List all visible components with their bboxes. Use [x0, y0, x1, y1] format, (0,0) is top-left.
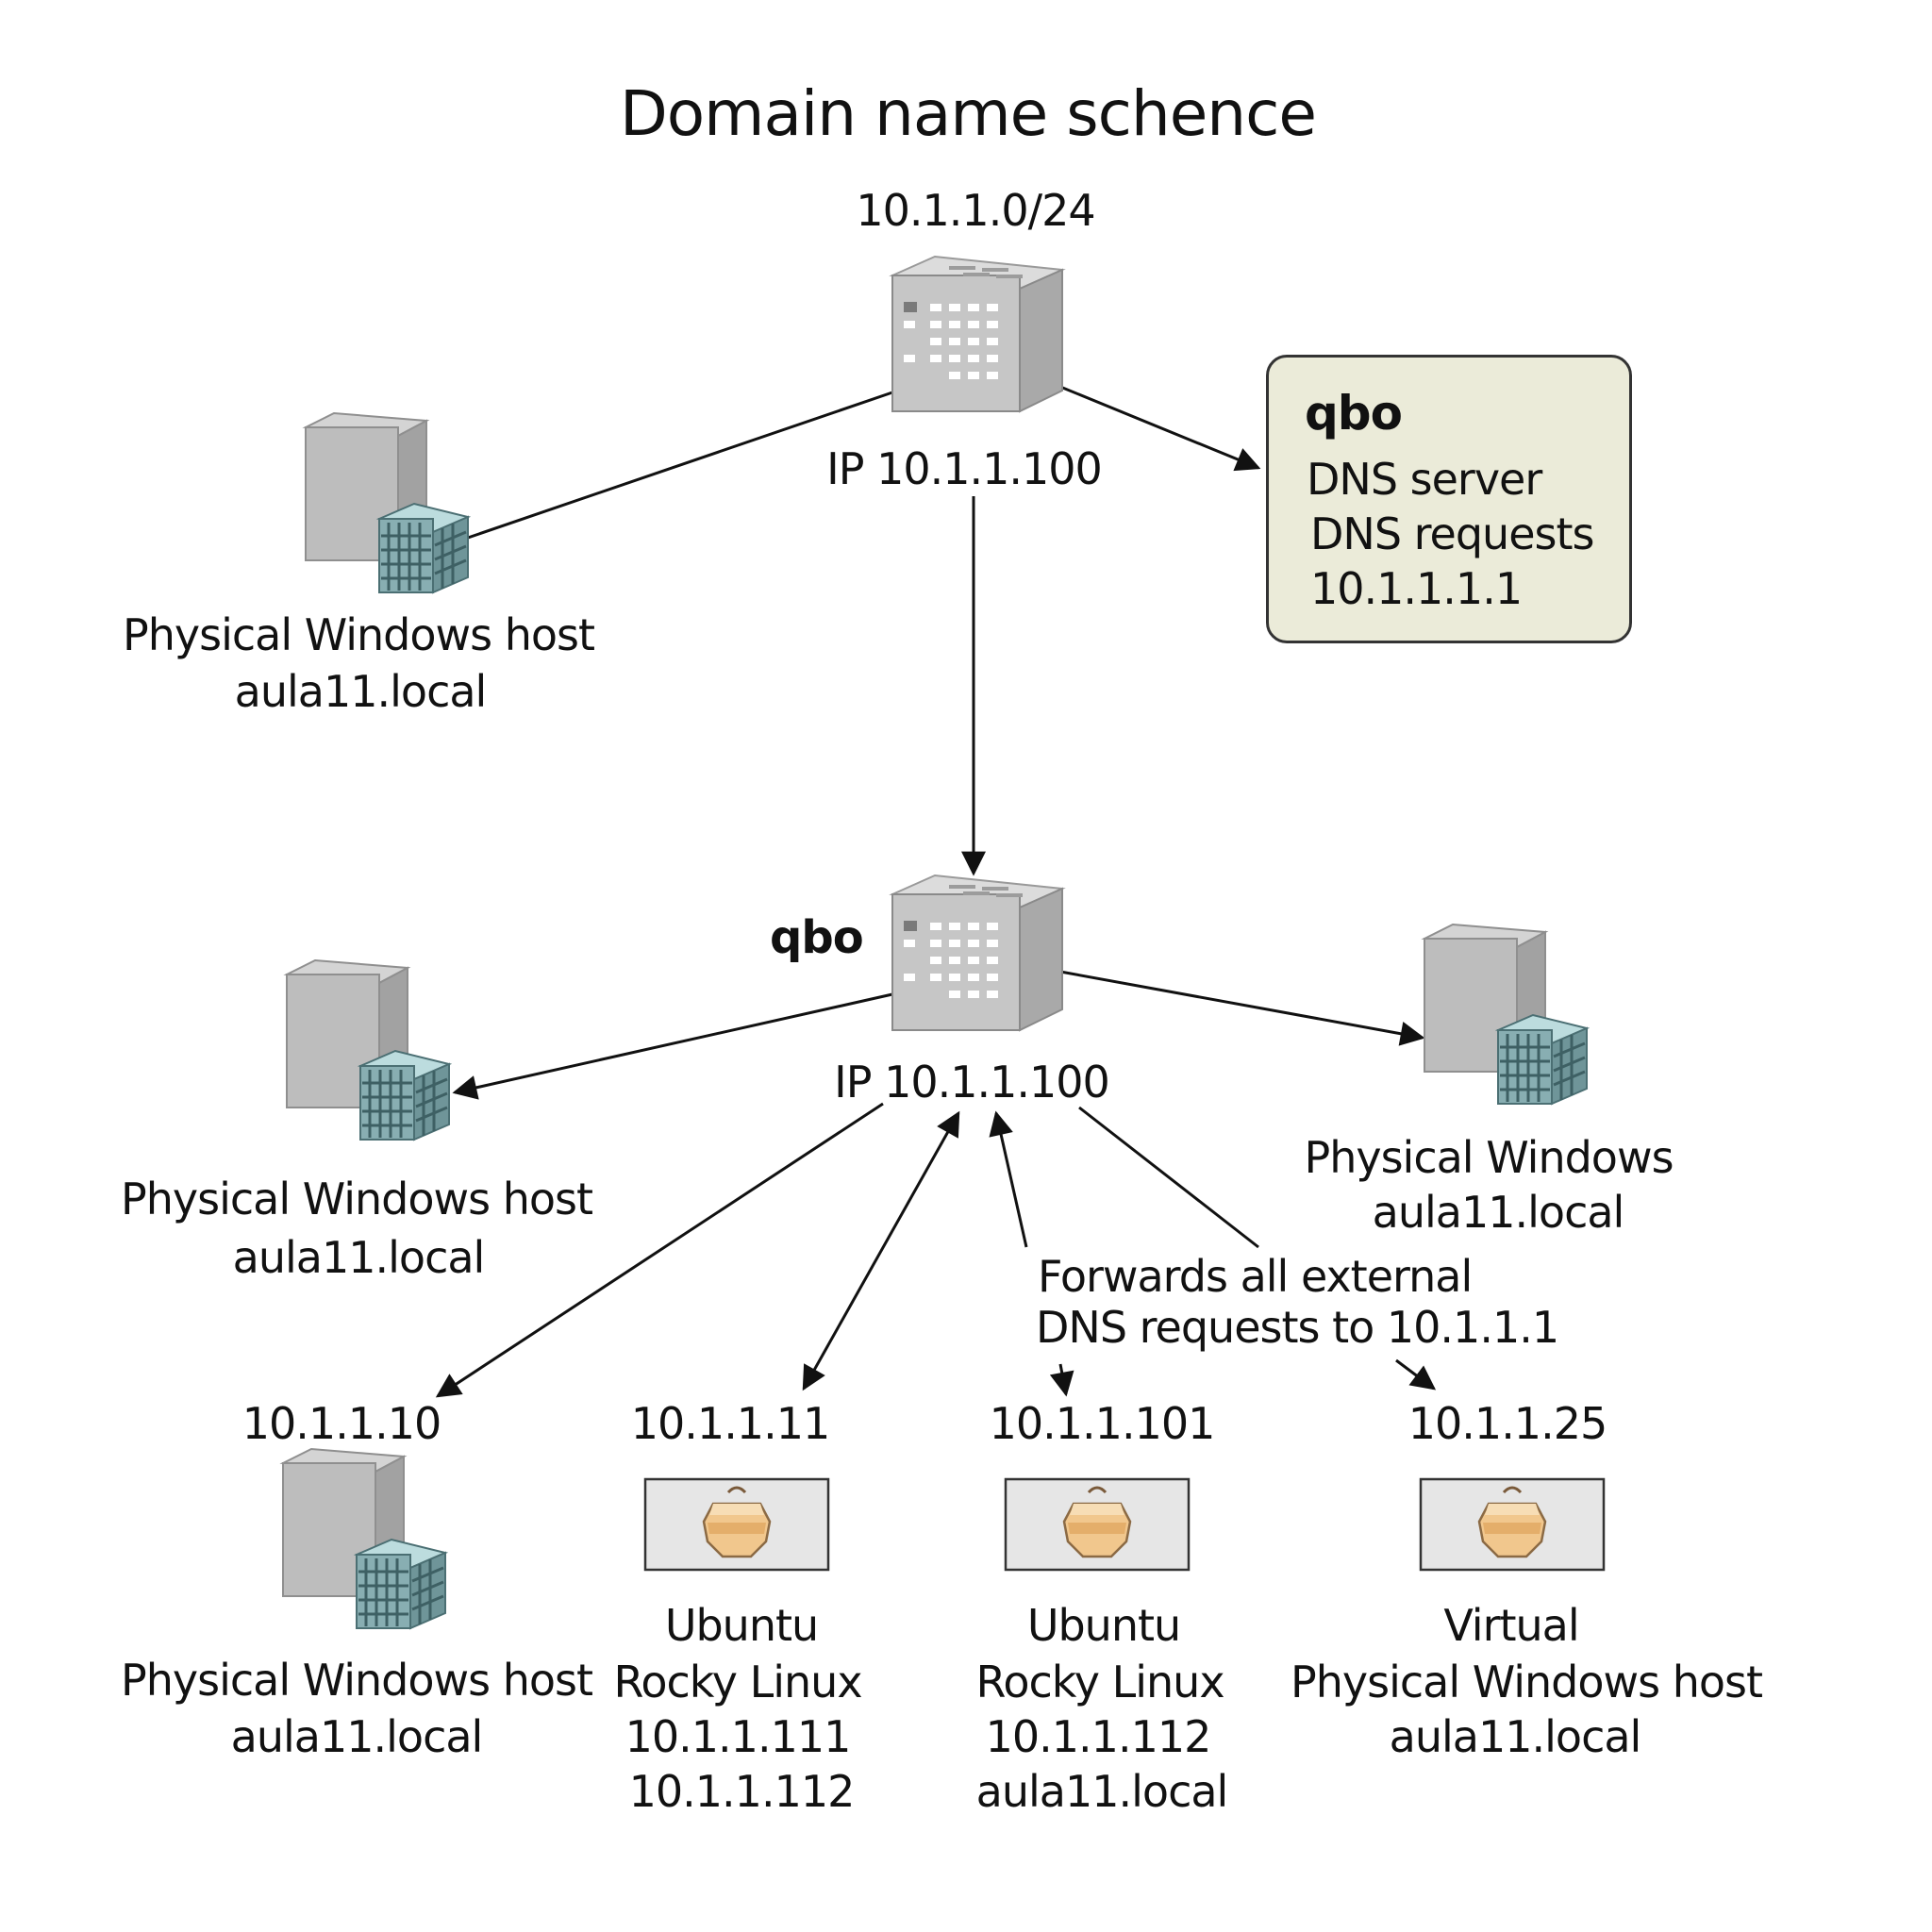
- link-mid-to-note: [1078, 1106, 1259, 1249]
- node-4-type: Virtual: [1443, 1600, 1579, 1651]
- windows-host-icon: [285, 958, 451, 1141]
- windows-host-icon: [281, 1447, 447, 1630]
- node-3-os-2: Rocky Linux: [975, 1657, 1224, 1707]
- node-2-os-1: Ubuntu: [664, 1600, 819, 1651]
- link-mid-to-node-1: [435, 1102, 884, 1398]
- node-4-domain: aula11.local: [1389, 1711, 1642, 1762]
- node-4-label: Physical Windows host: [1290, 1657, 1763, 1707]
- link-mid-to-right-host: [1059, 970, 1425, 1046]
- link-node-3-to-mid: [989, 1110, 1028, 1248]
- link-mid-to-left-host: [452, 992, 893, 1100]
- node-3-os-1: Ubuntu: [1026, 1600, 1181, 1651]
- node-1-label: Physical Windows host: [120, 1655, 593, 1706]
- node-3-ip: 10.1.1.112: [985, 1711, 1212, 1762]
- info-box-line-3: 10.1.1.1.1: [1310, 563, 1523, 614]
- node-2-ip-1: 10.1.1.111: [625, 1711, 852, 1762]
- link-top-to-host: [467, 391, 893, 540]
- dns-info-box: qbo DNS server DNS requests 10.1.1.1.1: [1266, 355, 1632, 643]
- mid-server-name: qbo: [770, 911, 864, 964]
- link-note-to-node-4: [1395, 1358, 1437, 1391]
- host-top-left-label: Physical Windows host: [122, 609, 595, 660]
- link-top-to-infobox: [1059, 385, 1261, 472]
- linux-vm-icon: [1419, 1477, 1606, 1572]
- host-mid-right-domain: aula11.local: [1372, 1187, 1625, 1238]
- top-server-subnet: 10.1.1.0/24: [856, 185, 1095, 236]
- top-server-ip: IP 10.1.1.100: [826, 443, 1103, 494]
- node-1-domain: aula11.local: [230, 1711, 484, 1762]
- node-2-ip-2: 10.1.1.112: [628, 1766, 856, 1817]
- host-mid-right-label: Physical Windows: [1304, 1132, 1674, 1183]
- windows-host-icon: [1423, 923, 1589, 1106]
- info-box-line-1: DNS server: [1307, 454, 1542, 505]
- node-ip: 10.1.1.10: [242, 1398, 441, 1449]
- linux-vm-icon: [643, 1477, 830, 1572]
- diagram-title: Domain name schence: [619, 77, 1317, 150]
- server-rack-icon: [891, 874, 1063, 1031]
- linux-vm-icon: [1004, 1477, 1191, 1572]
- node-3-domain: aula11.local: [975, 1766, 1229, 1817]
- forward-note-line-2: DNS requests to 10.1.1.1: [1036, 1302, 1559, 1353]
- node-ip: 10.1.1.101: [989, 1398, 1216, 1449]
- mid-server-ip: IP 10.1.1.100: [834, 1057, 1110, 1108]
- host-mid-left-domain: aula11.local: [232, 1232, 486, 1283]
- server-rack-icon: [891, 256, 1063, 412]
- forward-note-line-1: Forwards all external: [1038, 1251, 1473, 1302]
- windows-host-icon: [304, 411, 470, 594]
- node-ip: 10.1.1.11: [630, 1398, 830, 1449]
- node-2-os-2: Rocky Linux: [613, 1657, 862, 1707]
- link-mid-to-node-2: [802, 1110, 960, 1391]
- info-box-line-2: DNS requests: [1310, 508, 1594, 559]
- info-box-name: qbo: [1305, 386, 1403, 441]
- node-ip: 10.1.1.25: [1407, 1398, 1607, 1449]
- link-note-to-node-3: [1049, 1363, 1074, 1397]
- host-mid-left-label: Physical Windows host: [120, 1174, 593, 1224]
- host-top-left-domain: aula11.local: [234, 666, 488, 717]
